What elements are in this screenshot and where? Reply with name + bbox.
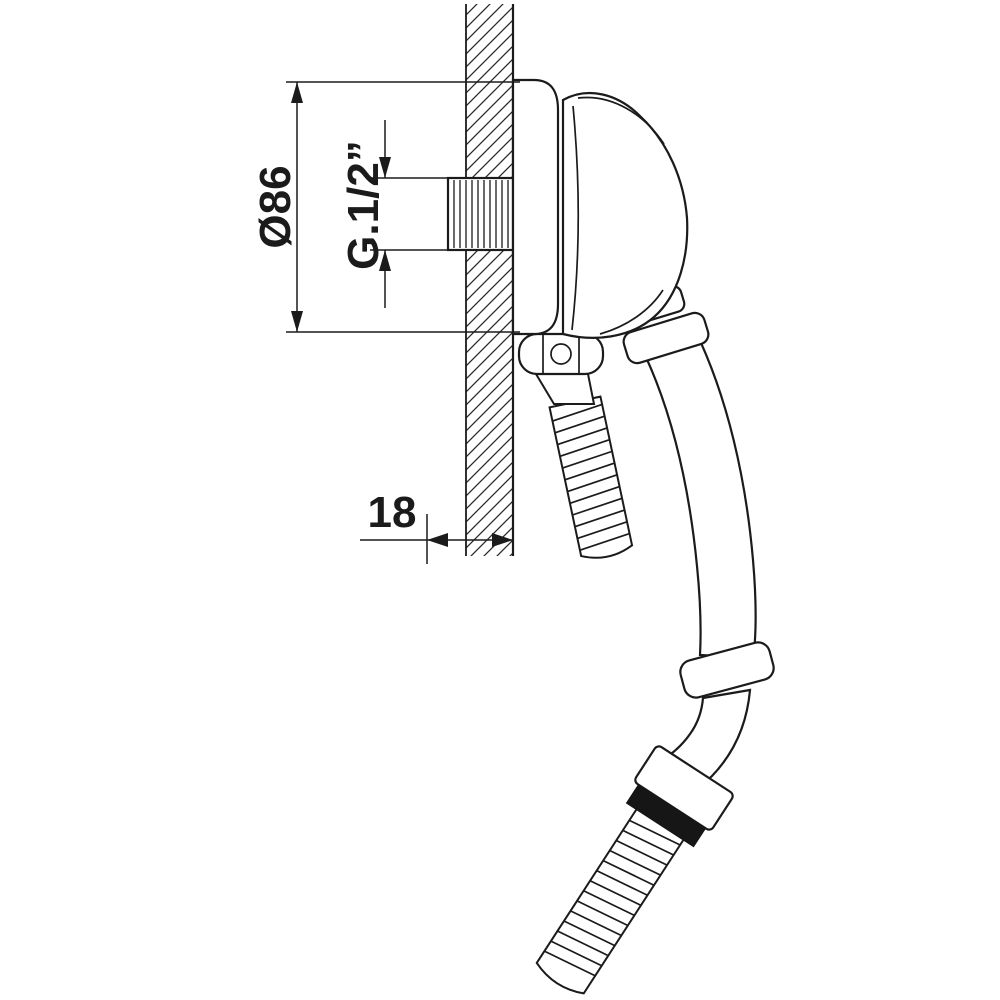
lower-hose-ribs <box>544 819 681 977</box>
hose-taper <box>534 373 596 405</box>
handle <box>643 328 757 660</box>
wall-hatch <box>466 4 513 556</box>
head-seam-lower <box>599 289 664 335</box>
dim-diameter <box>286 81 520 333</box>
shower-head <box>561 92 689 339</box>
arrow-down-icon <box>291 311 303 332</box>
grip-collar <box>679 641 775 699</box>
thread-lines <box>453 180 509 248</box>
hose-union <box>517 332 605 376</box>
hose-nut-dark-band <box>625 783 707 848</box>
arrow-down-icon <box>379 157 391 178</box>
arrow-left-icon <box>427 533 448 547</box>
wall-flange <box>511 78 560 336</box>
dim-depth <box>360 514 513 564</box>
union-pivot <box>550 343 572 365</box>
arrow-up-icon <box>379 250 391 271</box>
supply-nipple <box>446 176 515 252</box>
arrow-right-icon <box>492 533 513 547</box>
dim-depth-label: 18 <box>368 488 417 537</box>
wall-section <box>465 4 515 556</box>
hose-nut <box>625 745 734 848</box>
neck-ring-lower <box>622 311 710 365</box>
head-seam-upper <box>577 96 665 145</box>
dim-thread <box>370 120 452 308</box>
lower-hose <box>535 806 686 995</box>
arrow-up-icon <box>291 82 303 103</box>
upper-hose <box>548 395 634 559</box>
dim-diameter-label: Ø86 <box>251 165 300 248</box>
dim-thread-label: G.1/2” <box>339 140 388 270</box>
head-face-line <box>571 105 579 331</box>
upper-hose-ribs <box>552 403 630 552</box>
